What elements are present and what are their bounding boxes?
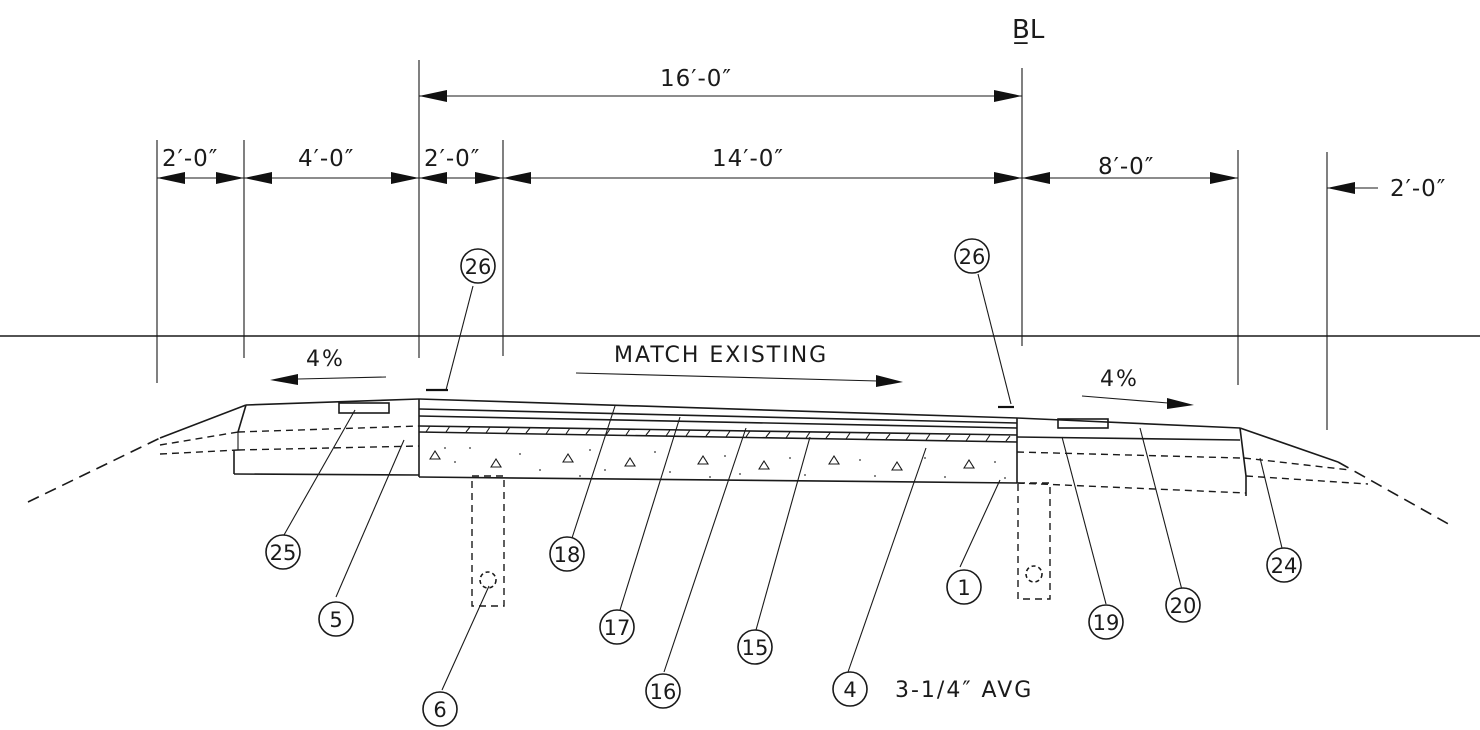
callout-26-right: 26 [954,238,990,274]
dim-shoulder-outer-right: 2′-0″ [1390,176,1446,202]
callout-4: 4 [832,671,868,707]
match-existing-note: MATCH EXISTING [614,343,828,368]
callout-25: 25 [265,534,301,570]
leader-lines [283,273,1283,691]
callout-17: 17 [599,609,635,645]
svg-text:16: 16 [650,680,677,704]
slope-right-label: 4% [1100,367,1139,392]
dim-overall: 16′-0″ [660,66,732,92]
callout-26-left: 26 [460,248,496,284]
svg-text:19: 19 [1093,611,1120,635]
svg-text:24: 24 [1271,554,1298,578]
callout-20: 20 [1165,587,1201,623]
callout-1: 1 [946,569,982,605]
callout-18: 18 [549,536,585,572]
dim-shoulder-right: 8′-0″ [1098,154,1154,180]
callout-6: 6 [422,691,458,727]
slope-left-label: 4% [306,347,345,372]
avg-thickness-note: 3-1/4″ AVG [895,678,1033,703]
dim-gutter-left: 2′-0″ [424,146,480,172]
dim-shoulder-outer-left: 2′-0″ [162,146,218,172]
dim-shoulder-left: 4′-0″ [298,146,354,172]
callout-15: 15 [737,629,773,665]
svg-text:4: 4 [843,678,856,702]
dim-lane: 14′-0″ [712,146,784,172]
svg-text:6: 6 [433,698,446,722]
svg-text:25: 25 [270,541,297,565]
extension-lines [156,60,1328,430]
svg-text:15: 15 [742,636,769,660]
svg-text:5: 5 [329,608,342,632]
dimension-lines [157,90,1378,194]
svg-text:20: 20 [1170,594,1197,618]
callout-5: 5 [318,601,354,637]
slope-left-arrow [297,376,387,380]
svg-text:18: 18 [554,543,581,567]
baseline-symbol: B̲L [1012,15,1045,45]
svg-text:1: 1 [957,576,970,600]
slope-right-arrow [1081,395,1169,404]
svg-text:26: 26 [465,255,492,279]
svg-text:17: 17 [604,616,631,640]
callout-19: 19 [1088,604,1124,640]
match-existing-arrow [575,372,879,382]
roadway-section [27,388,1453,607]
callout-24: 24 [1266,547,1302,583]
svg-text:26: 26 [959,245,986,269]
callout-16: 16 [645,673,681,709]
